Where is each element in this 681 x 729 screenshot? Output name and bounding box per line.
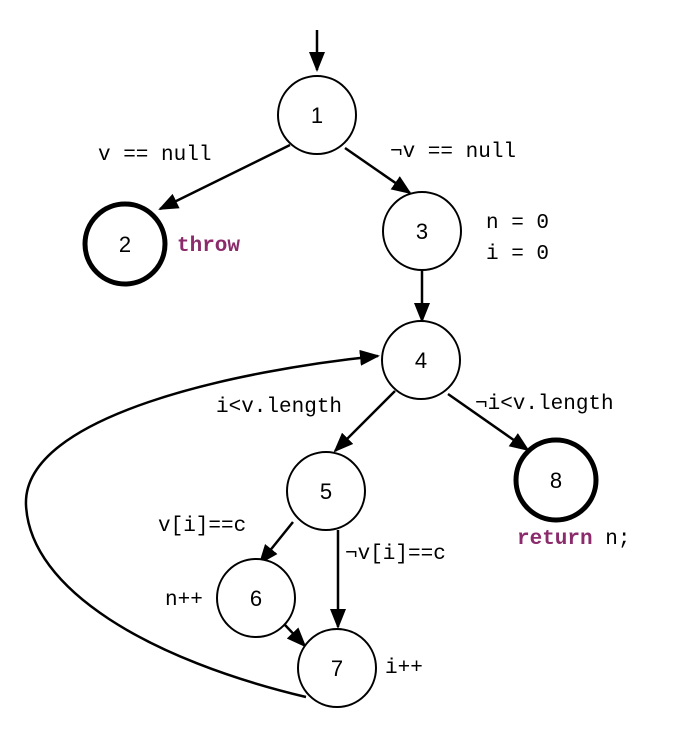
edge-1-3 xyxy=(344,146,412,195)
edge-4-8 xyxy=(447,392,530,452)
edge-1-2 xyxy=(158,143,291,211)
edge-5-6 xyxy=(258,521,294,565)
node-7-label: 7 xyxy=(331,656,343,681)
node-1-label: 1 xyxy=(311,103,323,128)
node-6: 6 xyxy=(216,558,296,638)
return-value: n; xyxy=(593,528,631,551)
return-keyword: return xyxy=(517,528,593,551)
node-2: 2 xyxy=(82,201,168,287)
edge-1-2-label: v == null xyxy=(98,144,211,167)
node-6-increment: n++ xyxy=(165,589,203,612)
node-3-assign-i: i = 0 xyxy=(486,243,549,266)
node-5: 5 xyxy=(286,451,366,531)
edge-5-6-label: v[i]==c xyxy=(158,515,246,538)
return-statement: return n; xyxy=(517,528,630,551)
node-7: 7 xyxy=(297,628,377,708)
node-6-label: 6 xyxy=(250,586,262,611)
node-8-label: 8 xyxy=(550,468,562,493)
edge-1-3-label: ¬v == null xyxy=(390,141,516,164)
node-7-increment: i++ xyxy=(385,657,423,680)
node-1: 1 xyxy=(277,75,357,155)
edge-5-7-label: ¬v[i]==c xyxy=(345,543,446,566)
edge-4-5 xyxy=(333,390,396,453)
throw-keyword: throw xyxy=(177,235,240,258)
node-3: 3 xyxy=(382,191,462,271)
node-4-label: 4 xyxy=(415,348,427,373)
edge-6-7 xyxy=(284,624,307,648)
node-3-assign-n: n = 0 xyxy=(486,212,549,235)
edge-4-5-label: i<v.length xyxy=(216,396,342,419)
edge-7-4-loop xyxy=(24,349,380,699)
edge-4-8-label: ¬i<v.length xyxy=(475,393,614,416)
node-8: 8 xyxy=(513,437,599,523)
node-3-label: 3 xyxy=(416,219,428,244)
node-2-label: 2 xyxy=(119,232,131,257)
node-5-label: 5 xyxy=(320,479,332,504)
node-4: 4 xyxy=(381,320,461,400)
